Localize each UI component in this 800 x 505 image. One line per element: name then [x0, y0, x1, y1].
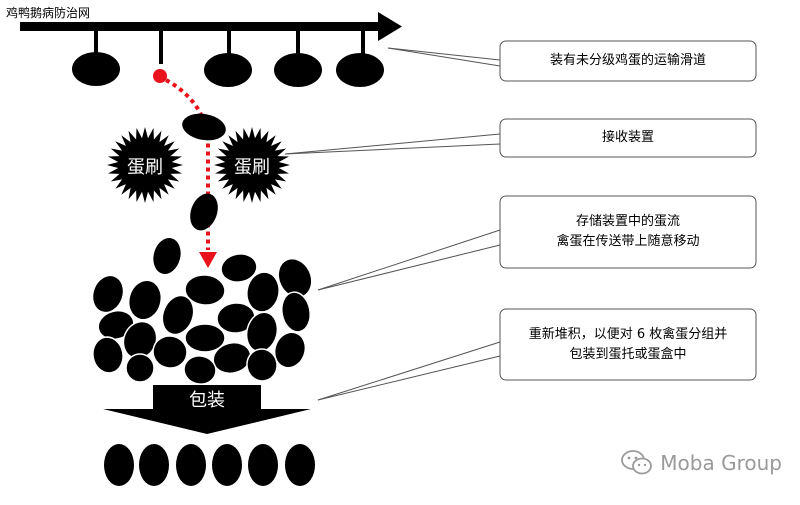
packing-arrow-head: [103, 409, 311, 434]
packing-arrow: [103, 385, 311, 434]
egg: [336, 53, 384, 87]
leader-line: [284, 143, 501, 155]
leader-line: [284, 133, 501, 155]
packed-egg: [285, 444, 315, 486]
brush-right-label: 蛋刷: [234, 157, 270, 178]
drop-path: [153, 69, 217, 268]
pile-egg: [127, 279, 163, 321]
pile-egg: [246, 348, 278, 382]
pile-egg: [220, 253, 258, 283]
falling-egg: [182, 113, 226, 141]
packed-egg: [176, 444, 206, 486]
packing-arrow-body: [153, 385, 261, 413]
watermark: Moba Group: [620, 449, 782, 477]
peg: [227, 30, 231, 54]
falling-egg: [190, 193, 218, 231]
callout-box: [499, 308, 757, 381]
callout-box: [499, 40, 757, 82]
watermark-text: Moba Group: [660, 451, 782, 475]
brush-left-label: 蛋刷: [127, 157, 163, 178]
egg: [72, 52, 120, 86]
leader-line: [317, 355, 501, 401]
drop-start-dot: [153, 69, 167, 83]
peg: [361, 30, 365, 54]
dotted-line: [165, 78, 210, 250]
pile-egg: [97, 309, 135, 341]
callout-box: [499, 118, 757, 158]
pile-egg: [125, 353, 155, 383]
conveyor-pegs: [94, 30, 365, 64]
pile-egg: [161, 294, 195, 336]
drop-arrowhead: [199, 252, 217, 268]
brush-right: [214, 127, 290, 203]
leader-line: [317, 341, 501, 401]
packed-egg: [104, 444, 134, 486]
leader-line: [317, 244, 501, 291]
pile-egg: [281, 291, 311, 333]
peg: [159, 30, 163, 64]
wechat-icon: [621, 450, 653, 475]
pile-egg: [246, 271, 280, 313]
pile-egg: [273, 331, 307, 369]
conveyor-arrow: [378, 12, 402, 41]
egg-pile: [91, 236, 313, 385]
packed-egg: [212, 444, 242, 486]
packed-egg: [139, 444, 169, 486]
egg: [274, 53, 322, 87]
site-label: 鸡鸭鹅病防治网: [6, 6, 91, 20]
pile-egg: [91, 274, 125, 314]
egg: [204, 53, 252, 87]
peg: [94, 30, 98, 55]
pile-egg: [151, 236, 183, 276]
pile-egg: [184, 274, 226, 306]
leader-line: [317, 229, 501, 291]
pile-egg: [183, 355, 217, 385]
peg: [296, 30, 300, 54]
conveyor-eggs: [72, 52, 384, 87]
brush-left: [107, 127, 183, 203]
pile-egg: [152, 335, 188, 369]
leader-line: [387, 47, 501, 61]
callout-box: [499, 195, 757, 269]
conveyor-rail: [20, 22, 382, 31]
callout-boxes: [499, 40, 757, 381]
leader-line: [387, 47, 501, 67]
packed-egg: [248, 444, 278, 486]
packed-eggs: [104, 444, 315, 486]
leader-lines: [284, 47, 501, 401]
pile-egg: [92, 336, 124, 374]
pack-label: 包装: [189, 390, 225, 411]
pile-egg: [184, 323, 226, 353]
